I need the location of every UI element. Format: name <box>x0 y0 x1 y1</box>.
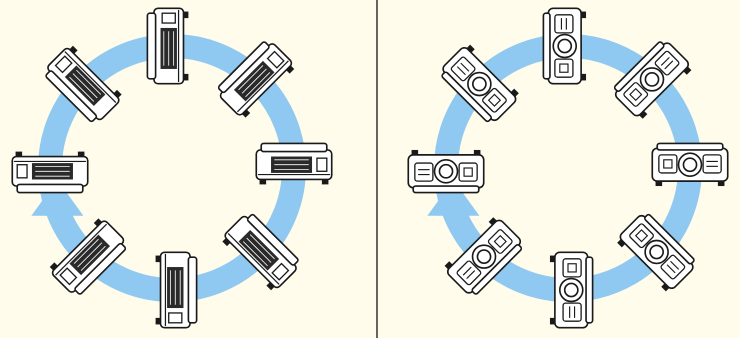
front-view-panel <box>407 7 729 329</box>
rotation-arrowhead <box>31 179 84 216</box>
projector-front-view-icon <box>407 149 485 194</box>
projector-side-view-icon <box>154 251 198 329</box>
rotation-arrowhead <box>427 179 480 216</box>
side-view-panel <box>11 7 333 329</box>
projector-front-view-icon <box>651 142 729 187</box>
projector-side-view-icon <box>146 7 190 85</box>
projector-side-view-icon <box>11 150 89 194</box>
projector-side-view-icon <box>255 142 333 186</box>
projector-front-view-icon <box>542 7 587 85</box>
projector-front-view-icon <box>549 251 594 329</box>
